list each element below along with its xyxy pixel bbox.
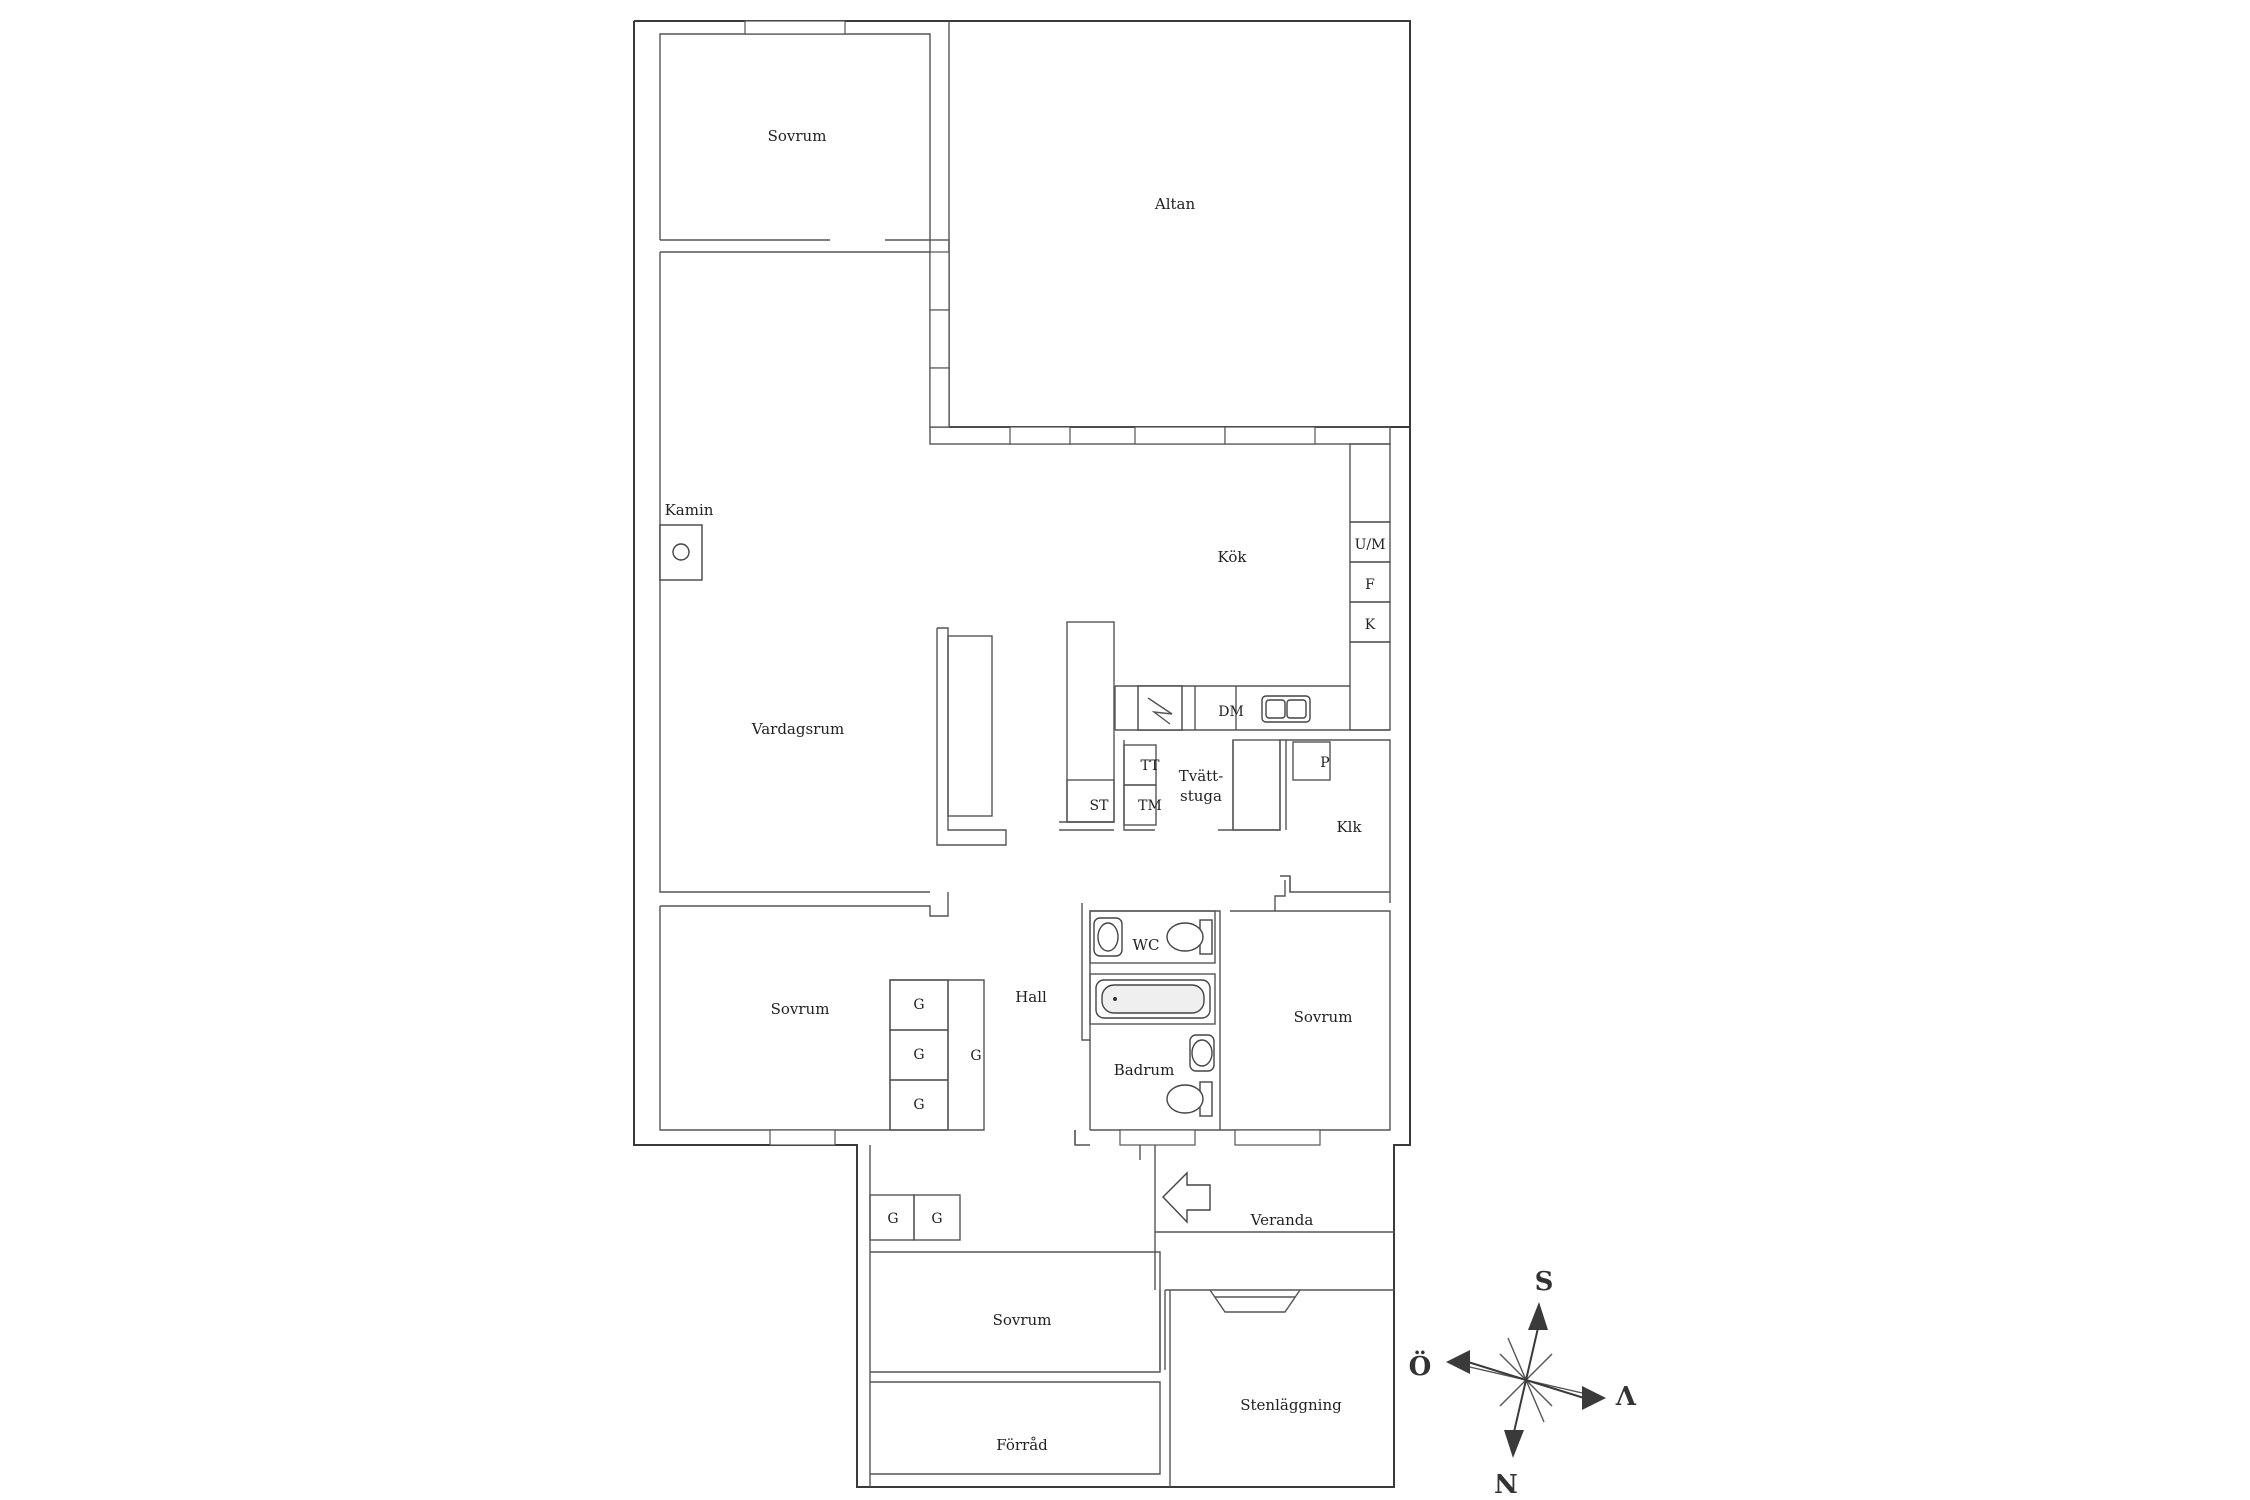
steps bbox=[1209, 1289, 1301, 1313]
label-sovrum-right: Sovrum bbox=[1294, 1008, 1353, 1026]
fireplace bbox=[659, 524, 703, 581]
compass-o: Ö bbox=[1409, 1350, 1432, 1382]
stove bbox=[1137, 685, 1183, 731]
windows bbox=[744, 20, 1321, 1146]
label-kok: Kök bbox=[1218, 548, 1248, 566]
compass-s: S bbox=[1535, 1267, 1554, 1297]
label-vardagsrum: Vardagsrum bbox=[751, 720, 844, 738]
compass-rose: S Ö V N bbox=[1409, 1267, 1637, 1497]
label-g-6: G bbox=[931, 1211, 942, 1227]
label-g-5: G bbox=[887, 1211, 898, 1227]
compass-arrow-n bbox=[1504, 1430, 1524, 1458]
fixture-labels: U/M F K DM TT TM ST P G G G G G G bbox=[887, 537, 1385, 1227]
label-g-3: G bbox=[913, 1097, 924, 1113]
label-um: U/M bbox=[1355, 537, 1386, 553]
compass-arrow-s bbox=[1528, 1302, 1548, 1330]
label-k: K bbox=[1365, 617, 1376, 633]
room-labels: Sovrum Altan Kamin Kök Vardagsrum Tvätt-… bbox=[665, 127, 1363, 1454]
label-tm: TM bbox=[1138, 798, 1162, 814]
label-st: ST bbox=[1090, 798, 1110, 814]
label-veranda: Veranda bbox=[1250, 1211, 1314, 1229]
compass-arrow-v bbox=[1582, 1386, 1606, 1410]
label-f: F bbox=[1365, 577, 1375, 593]
label-dm: DM bbox=[1218, 704, 1244, 720]
label-tvattstuga-1: Tvätt- bbox=[1179, 767, 1224, 785]
label-badrum: Badrum bbox=[1114, 1061, 1175, 1079]
label-sovrum-top: Sovrum bbox=[768, 127, 827, 145]
kitchen-sink bbox=[1261, 695, 1311, 723]
label-p: P bbox=[1320, 755, 1329, 771]
label-sovrum-left: Sovrum bbox=[771, 1000, 830, 1018]
label-sovrum-bottom: Sovrum bbox=[993, 1311, 1052, 1329]
compass-arrow-o bbox=[1446, 1350, 1470, 1374]
label-hall: Hall bbox=[1015, 988, 1047, 1006]
label-altan: Altan bbox=[1154, 195, 1196, 213]
label-stenlaggning: Stenläggning bbox=[1240, 1396, 1342, 1414]
label-forrad: Förråd bbox=[996, 1436, 1048, 1454]
interior-walls bbox=[659, 21, 1394, 1487]
label-wc: WC bbox=[1133, 936, 1160, 954]
label-tvattstuga-2: stuga bbox=[1180, 787, 1222, 805]
label-tt: TT bbox=[1141, 758, 1161, 774]
entrance-arrow bbox=[1162, 1171, 1211, 1224]
label-g-4: G bbox=[970, 1048, 981, 1064]
label-g-1: G bbox=[913, 997, 924, 1013]
compass-n: N bbox=[1494, 1467, 1518, 1497]
bathroom-fixtures bbox=[1093, 917, 1215, 1117]
label-klk: Klk bbox=[1336, 818, 1362, 836]
compass-v: V bbox=[1615, 1379, 1637, 1409]
label-kamin: Kamin bbox=[665, 501, 714, 519]
label-g-2: G bbox=[913, 1047, 924, 1063]
